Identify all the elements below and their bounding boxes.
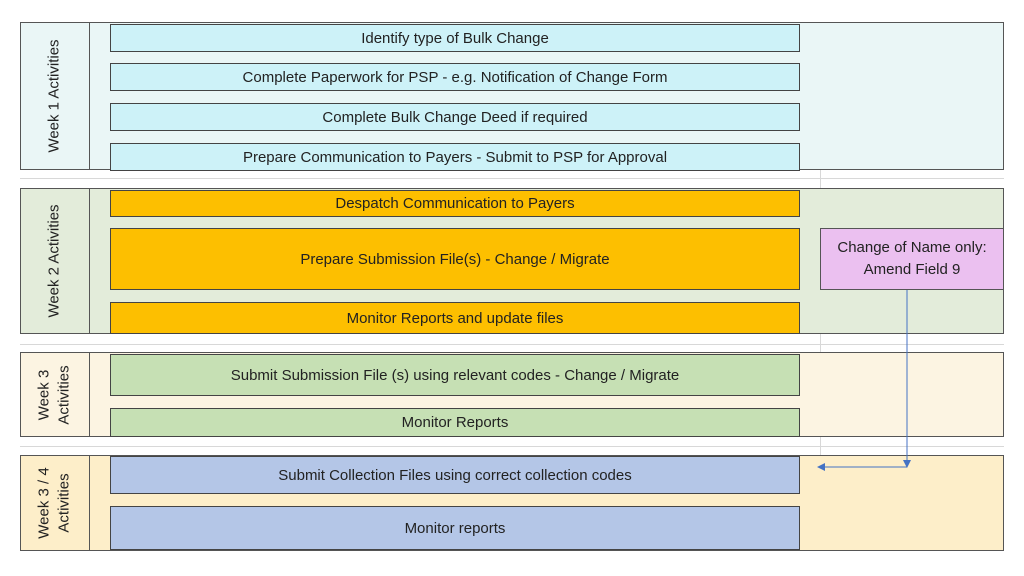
activity-bulk-change-deed: Complete Bulk Change Deed if required	[110, 103, 800, 131]
gridline	[820, 334, 821, 352]
week34-label-cell: Week 3 / 4 Activities	[20, 455, 90, 551]
activity-submit-submission-file: Submit Submission File (s) using relevan…	[110, 354, 800, 396]
note-line2: Amend Field 9	[863, 261, 961, 278]
activity-submit-collection-files: Submit Collection Files using correct co…	[110, 456, 800, 494]
activity-prepare-communication: Prepare Communication to Payers - Submit…	[110, 143, 800, 171]
activity-monitor-update-files: Monitor Reports and update files	[110, 302, 800, 334]
activity-monitor-reports: Monitor Reports	[110, 408, 800, 437]
week2-label-cell: Week 2 Activities	[20, 188, 90, 334]
activity-complete-paperwork: Complete Paperwork for PSP - e.g. Notifi…	[110, 63, 800, 91]
activity-identify-bulk-change: Identify type of Bulk Change	[110, 24, 800, 52]
gridline	[20, 446, 1004, 447]
gridline	[20, 344, 1004, 345]
week3-label-cell: Week 3 Activities	[20, 352, 90, 437]
change-of-name-note: Change of Name only: Amend Field 9	[820, 228, 1004, 290]
gridline	[20, 178, 1004, 179]
note-line1: Change of Name only:	[837, 239, 987, 256]
activity-monitor-reports-final: Monitor reports	[110, 506, 800, 550]
activity-prepare-submission-file: Prepare Submission File(s) - Change / Mi…	[110, 228, 800, 290]
activity-despatch-communication: Despatch Communication to Payers	[110, 190, 800, 217]
week1-label-cell: Week 1 Activities	[20, 22, 90, 170]
